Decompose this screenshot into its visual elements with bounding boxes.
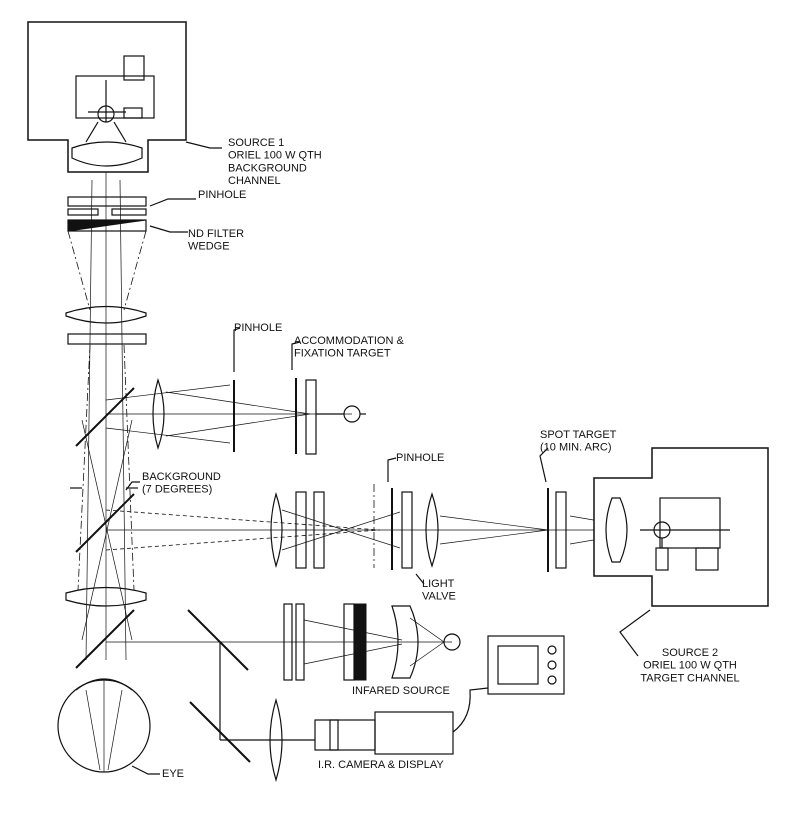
ir-display [487,635,565,695]
label-background: BACKGROUND(7 DEGREES) [142,471,221,496]
ir-mirror-2 [189,701,251,763]
label-source1-line-2: ORIEL 100 W QTH [228,150,322,162]
label-source1-line-4: CHANNEL [228,175,281,187]
beamsplitter-2 [75,493,135,553]
eye-schematic [57,678,151,773]
target-lens-2 [425,492,439,568]
filter-plate-upper [67,333,147,345]
ir-mirror-1 [187,609,249,671]
beamsplitter-1 [75,387,135,447]
label-light-valve-line-1: LIGHT [422,578,455,590]
label-accommodation: ACCOMMODATION &FIXATION TARGET [294,335,404,360]
ir-lamp [443,633,461,651]
label-camera: I.R. CAMERA & DISPLAY [318,759,444,771]
label-spot-target-line-2: (10 MIN. ARC) [540,442,612,454]
label-pinhole-mid-line-1: PINHOLE [234,322,282,334]
collimating-lens-upper [65,305,147,324]
label-spot-target-line-1: SPOT TARGET [540,429,617,441]
label-background-line-1: BACKGROUND [142,471,221,483]
label-infrared-source: INFARED SOURCE [352,685,450,697]
label-nd-filter-line-2: WEDGE [188,241,230,253]
label-infrared-source-line-1: INFARED SOURCE [352,685,450,697]
fixation-lens [152,378,165,450]
source1-housing [27,21,187,173]
target-channel [105,484,662,572]
target-filter-1 [295,491,307,569]
label-nd-filter-line-1: ND FILTER [188,228,244,240]
label-spot-target: SPOT TARGET(10 MIN. ARC) [540,429,617,454]
nd-filter-wedge [67,219,147,232]
label-pinhole-top-line-1: PINHOLE [198,189,246,201]
label-pinhole-right: PINHOLE [396,452,444,464]
pinhole-plate-top [67,196,147,216]
label-accommodation-line-1: ACCOMMODATION & [294,335,404,347]
target-filter-2 [313,491,325,569]
label-pinhole-top: PINHOLE [198,189,246,201]
label-source2-line-3: TARGET CHANNEL [640,672,739,684]
label-pinhole-right-line-1: PINHOLE [396,452,444,464]
fixation-channel [105,378,366,455]
label-light-valve-line-2: VALVE [422,591,456,603]
leader-lines [125,141,651,775]
ir-camera-front [314,719,376,751]
label-source1-line-3: BACKGROUND [228,162,307,174]
ir-camera-body [374,711,454,755]
camera-lens [269,697,283,783]
label-source2-line-2: ORIEL 100 W QTH [643,660,737,672]
label-pinhole-mid: PINHOLE [234,322,282,334]
infrared-channel [106,603,565,783]
label-eye-line-1: EYE [162,768,184,780]
label-eye: EYE [162,768,184,780]
light-valve [401,491,413,569]
ir-filter [353,603,367,681]
source2-housing [593,447,769,607]
label-accommodation-line-2: FIXATION TARGET [294,348,391,360]
label-background-line-2: (7 DEGREES) [142,484,212,496]
beamsplitter-3 [75,609,135,669]
eye-lens [65,586,147,607]
target-lens-1 [270,491,283,569]
label-source2-line-1: SOURCE 2 [662,647,718,659]
label-camera-line-1: I.R. CAMERA & DISPLAY [318,759,444,771]
label-source1-line-1: SOURCE 1 [228,137,284,149]
